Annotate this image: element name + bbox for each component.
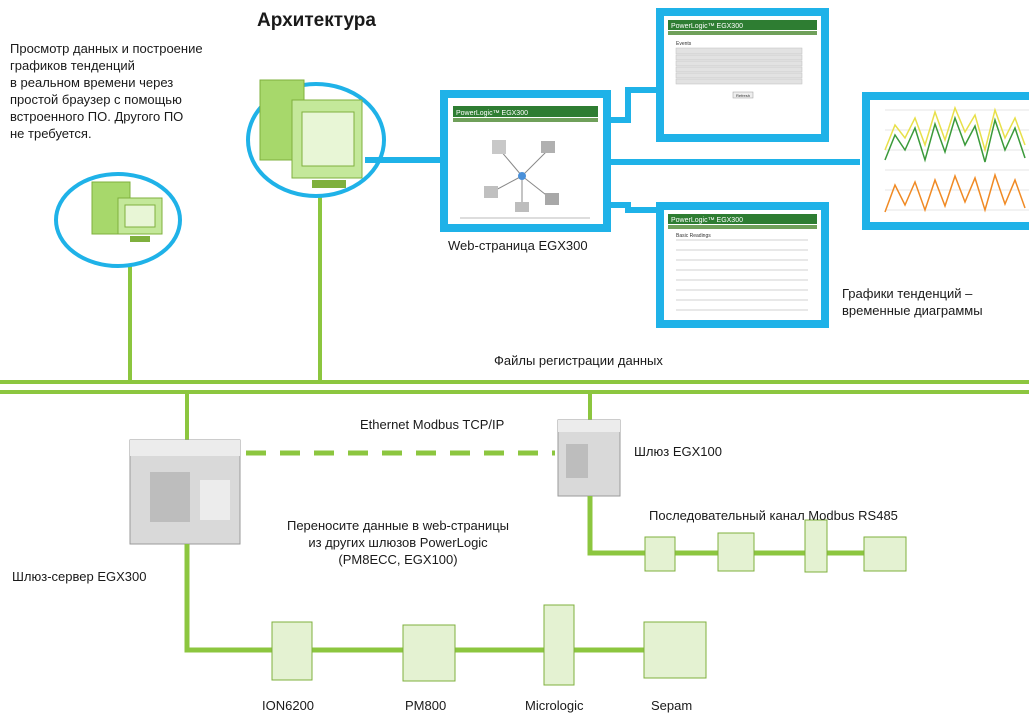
intro-line: графиков тенденций xyxy=(10,58,135,73)
rs485-line xyxy=(587,496,900,556)
bottom-devices xyxy=(271,604,707,686)
intro-line: встроенного ПО. Другого ПО xyxy=(10,109,184,124)
egx100-label: Шлюз EGX100 xyxy=(634,444,722,459)
trend-chart-screen xyxy=(862,92,1029,230)
workstation-1 xyxy=(54,172,182,268)
ethernet-label: Ethernet Modbus TCP/IP xyxy=(360,417,505,432)
device-line xyxy=(184,544,700,653)
transfer-line: (PM8ECC, EGX100) xyxy=(338,552,458,567)
events-screen-brand: PowerLogic™ EGX300 xyxy=(671,23,743,30)
intro-line: простой браузер с помощью xyxy=(10,92,182,107)
intro-line: в реальном времени через xyxy=(10,75,174,90)
web-page-screen xyxy=(440,90,611,232)
intro-text: Просмотр данных и построение графиков те… xyxy=(10,40,203,142)
rs485-devices xyxy=(644,519,907,573)
page-title: Архитектура xyxy=(257,10,376,31)
workstation-2 xyxy=(246,79,386,198)
device-label-micrologic: Micrologic xyxy=(525,698,584,713)
rs485-label: Последовательный канал Modbus RS485 xyxy=(649,508,898,523)
egx300-label: Шлюз-сервер EGX300 xyxy=(12,569,147,584)
trend-graphs-label: Графики тенденций – временные диаграммы xyxy=(842,285,983,319)
transfer-label: Переносите данные в web-страницы из друг… xyxy=(268,517,528,568)
trend-graphs-line: временные диаграммы xyxy=(842,303,983,318)
intro-line: Просмотр данных и построение xyxy=(10,41,203,56)
egx300-device xyxy=(129,439,241,545)
ethernet-bus xyxy=(0,380,1029,394)
trend-graphs-line: Графики тенденций – xyxy=(842,286,973,301)
readings-screen xyxy=(656,202,829,328)
readings-heading: Basic Readings xyxy=(676,233,711,239)
events-screen xyxy=(656,8,829,142)
web-panel-links xyxy=(610,87,860,213)
web-screen-brand: PowerLogic™ EGX300 xyxy=(456,110,528,117)
web-page-label: Web-страница EGX300 xyxy=(448,238,588,253)
intro-line: не требуется. xyxy=(10,126,92,141)
device-label-pm800: PM800 xyxy=(405,698,447,713)
transfer-line: из других шлюзов PowerLogic xyxy=(308,535,488,550)
events-heading: Events xyxy=(676,41,692,47)
device-label-ion6200: ION6200 xyxy=(262,698,315,713)
egx100-device xyxy=(557,419,621,497)
refresh-button: Refresh xyxy=(736,93,750,98)
device-label-sepam: Sepam xyxy=(651,698,693,713)
readings-screen-brand: PowerLogic™ EGX300 xyxy=(671,217,743,224)
transfer-line: Переносите данные в web-страницы xyxy=(286,518,510,533)
data-logs-label: Файлы регистрации данных xyxy=(494,353,663,368)
